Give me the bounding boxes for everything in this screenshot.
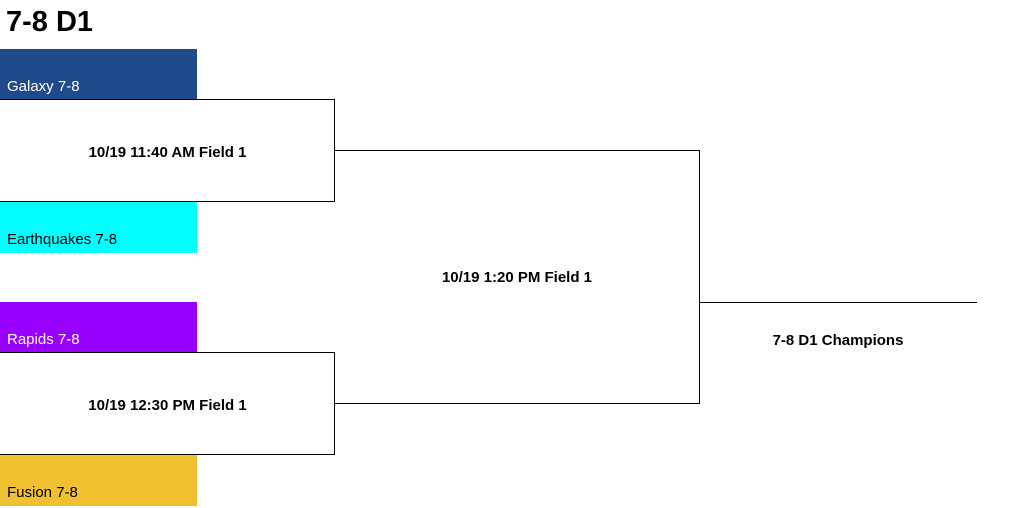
team-rapids: Rapids 7-8 <box>0 302 197 353</box>
final-vertical-line <box>699 150 700 404</box>
bracket-title: 7-8 D1 <box>6 6 94 38</box>
champion-line <box>699 302 977 303</box>
team-fusion: Fusion 7-8 <box>0 455 197 506</box>
team-label: Rapids 7-8 <box>7 331 80 348</box>
semi1-top-line <box>0 99 335 100</box>
semi1-bottom-line <box>0 201 335 202</box>
semi2-out-line <box>334 403 700 404</box>
team-label: Galaxy 7-8 <box>7 78 80 95</box>
team-earthquakes: Earthquakes 7-8 <box>0 202 197 253</box>
semi1-out-line <box>334 150 700 151</box>
final-game-label: 10/19 1:20 PM Field 1 <box>441 269 593 286</box>
team-label: Earthquakes 7-8 <box>7 231 118 248</box>
semi2-game-label: 10/19 12:30 PM Field 1 <box>88 397 247 414</box>
team-galaxy: Galaxy 7-8 <box>0 49 197 100</box>
champion-label: 7-8 D1 Champions <box>772 332 904 349</box>
semi1-game-label: 10/19 11:40 AM Field 1 <box>88 144 247 161</box>
semi2-top-line <box>0 352 335 353</box>
semi2-bottom-line <box>0 454 335 455</box>
team-label: Fusion 7-8 <box>7 484 78 501</box>
